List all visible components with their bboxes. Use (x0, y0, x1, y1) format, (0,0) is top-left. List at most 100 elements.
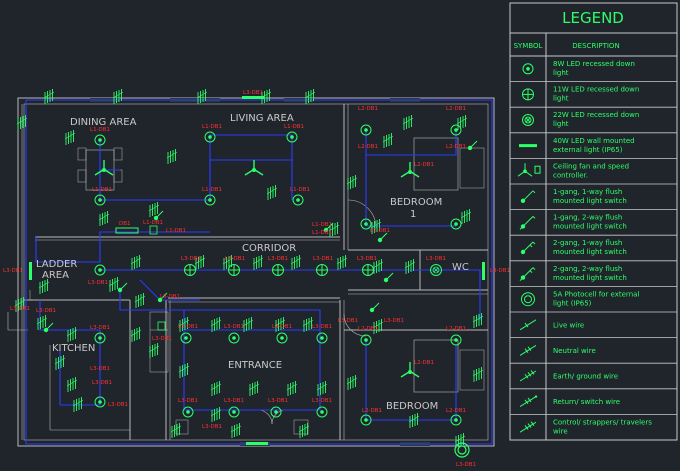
conduit-marks (14, 88, 484, 449)
legend-description-line-2: controller. (553, 171, 588, 179)
circuit-tag: L3-DB1 (225, 256, 245, 262)
circuit-tag: L3-DB1 (384, 318, 404, 324)
wall-light-icon (519, 144, 537, 148)
circuit-tag: L3-DB1 (108, 402, 128, 408)
kitchen-label: KITCHEN (52, 343, 95, 354)
circuit-tag: L2-DB1 (446, 408, 466, 414)
circuit-tag: L1-DB1 (290, 187, 310, 193)
circuit-tag: L2-DB1 (446, 326, 466, 332)
circuit-tag: L2-DB1 (446, 106, 466, 112)
circuit-tag: L3-DB1 (181, 256, 201, 262)
room-labels: DINING AREA LIVING AREA CORRIDOR LADDER … (36, 113, 469, 412)
circuit-tag: L3-DB1 (426, 256, 446, 262)
led-11w-icon (522, 88, 534, 101)
circuit-tag: L3-DB1 (312, 324, 332, 330)
neutral-wire-icon (519, 344, 537, 356)
circuit-tag: L2-DB1 (358, 326, 378, 332)
led-8w-icon (522, 63, 534, 75)
circuit-tag: L1-DB1 (202, 187, 222, 193)
circuit-tag: L3-DB1 (268, 398, 288, 404)
legend-description-line-2: light (IP65) (553, 299, 592, 307)
bedroom-1-label: BEDROOM (390, 197, 442, 208)
switch-1g1w-icon (520, 190, 536, 203)
legend-description-line-1: Neutral wire (553, 347, 596, 355)
legend-description-line-2: mounted light switch (553, 248, 627, 256)
legend-description-line-1: 5A Photocell for external (553, 290, 639, 298)
circuit-tag: L3-DB1 (90, 325, 110, 331)
circuit-tag: L3-DB1 (202, 424, 222, 430)
wc-label: WC (452, 262, 469, 273)
circuit-tag: L1-DB1 (312, 222, 332, 228)
circuit-tag: L2-DB1 (414, 162, 434, 168)
dining-area-label: DINING AREA (70, 117, 137, 128)
entrance-label: ENTRANCE (228, 360, 282, 371)
circuit-tag: L3-DB1 (152, 336, 172, 342)
switch-2g2w-icon (519, 267, 536, 281)
legend-description-line-1: 2-gang, 2-way flush (553, 265, 622, 273)
legend-description-line-1: Ceiling fan and speed (553, 162, 629, 170)
legend-description-header: DESCRIPTION (572, 42, 619, 50)
circuit-tag: L1-DB1 (143, 220, 163, 226)
circuit-tag: L2-DB1 (358, 106, 378, 112)
switch-1g2w-icon (519, 216, 536, 230)
legend-description-line-2: mounted light switch (553, 274, 627, 282)
circuit-tag: L3-DB1 (224, 398, 244, 404)
legend-row: Earth/ ground wire (510, 362, 677, 382)
circuit-tag: L3-DB1 (272, 324, 292, 330)
circuit-tag: L2-DB1 (362, 408, 382, 414)
legend-description-line-1: 22W LED recessed down (553, 111, 639, 119)
circuit-tag: L3-DB1 (3, 268, 23, 274)
circuit-tag: L3-DB1 (313, 256, 333, 262)
legend-symbol-header: SYMBOL (514, 42, 543, 50)
circuit-tag: L3-DB1 (90, 366, 110, 372)
circuit-tag: L1-DB1 (202, 124, 222, 130)
legend-description-line-1: Earth/ ground wire (553, 373, 618, 381)
legend-title: LEGEND (562, 9, 624, 27)
legend-description-line-1: 11W LED recessed down (553, 86, 639, 94)
legend-row: Return/ switch wire (510, 388, 677, 408)
legend-description-line-1: Return/ switch wire (553, 398, 620, 406)
legend-panel: LEGEND SYMBOL DESCRIPTION 8W LED recesse… (509, 2, 678, 441)
legend-description-line-1: 40W LED wall mounted (553, 137, 635, 145)
return-wire-icon (519, 395, 538, 408)
legend-description-line-1: Control/ strappers/ travelers (553, 418, 652, 426)
legend-description-line-2: mounted light switch (553, 223, 627, 231)
earth-wire-icon (519, 370, 537, 382)
circuit-tag: L3-DB1 (224, 324, 244, 330)
circuit-tag: L3-DB1 (268, 256, 288, 262)
circuit-tag: L3-DB1 (160, 294, 180, 300)
switch-2g1w-icon (520, 241, 536, 255)
ladder-area-label-2: AREA (42, 270, 69, 281)
circuit-tag: L1-DB1 (90, 127, 110, 133)
circuit-tag: L2-DB1 (370, 228, 390, 234)
ceiling-fan-icon (517, 163, 541, 177)
led-22w-icon (522, 114, 534, 126)
control-wire-icon (519, 421, 537, 433)
circuit-tag: L2-DB1 (358, 144, 378, 150)
db1-tag: DB1 (119, 221, 131, 227)
circuit-tag: L2-DB1 (414, 360, 434, 366)
circuit-tags: L3-DB1 L1-DB1 L1-DB1 L1-DB1 L1-DB1 L1-DB… (3, 90, 510, 468)
legend-row: Neutral wire (510, 337, 677, 356)
distribution-board: DB1 (115, 221, 166, 331)
circuit-tag: L3-DB1 (338, 318, 358, 324)
circuit-tag: L3-DB1 (312, 398, 332, 404)
legend-description-line-1: Live wire (553, 321, 584, 329)
circuit-tag: L3-DB1 (243, 90, 263, 96)
circuit-tag: L2-DB1 (446, 144, 466, 150)
live-wire-icon (519, 319, 537, 331)
circuit-tag: L3-DB1 (10, 306, 30, 312)
circuit-tag: L3-DB1 (178, 324, 198, 330)
circuit-tag: L1-DB1 (312, 230, 332, 236)
legend-description-line-2: light (553, 95, 569, 103)
light-fixtures (94, 124, 470, 458)
wall-lights (29, 96, 485, 445)
circuit-tag: L1-DB1 (284, 124, 304, 130)
legend-description-line-2: light (553, 120, 569, 128)
